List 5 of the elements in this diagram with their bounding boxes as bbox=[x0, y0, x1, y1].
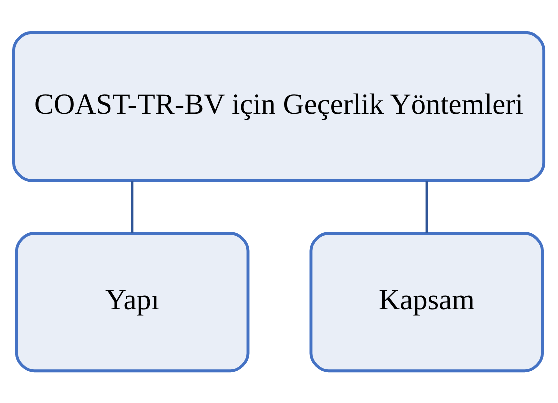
connector bbox=[131, 180, 134, 233]
node-box: Yapı bbox=[15, 232, 250, 372]
node-box: Kapsam bbox=[310, 232, 544, 372]
connector bbox=[426, 180, 428, 233]
node-box: COAST-TR-BV için Geçerlik Yöntemleri bbox=[12, 30, 546, 182]
